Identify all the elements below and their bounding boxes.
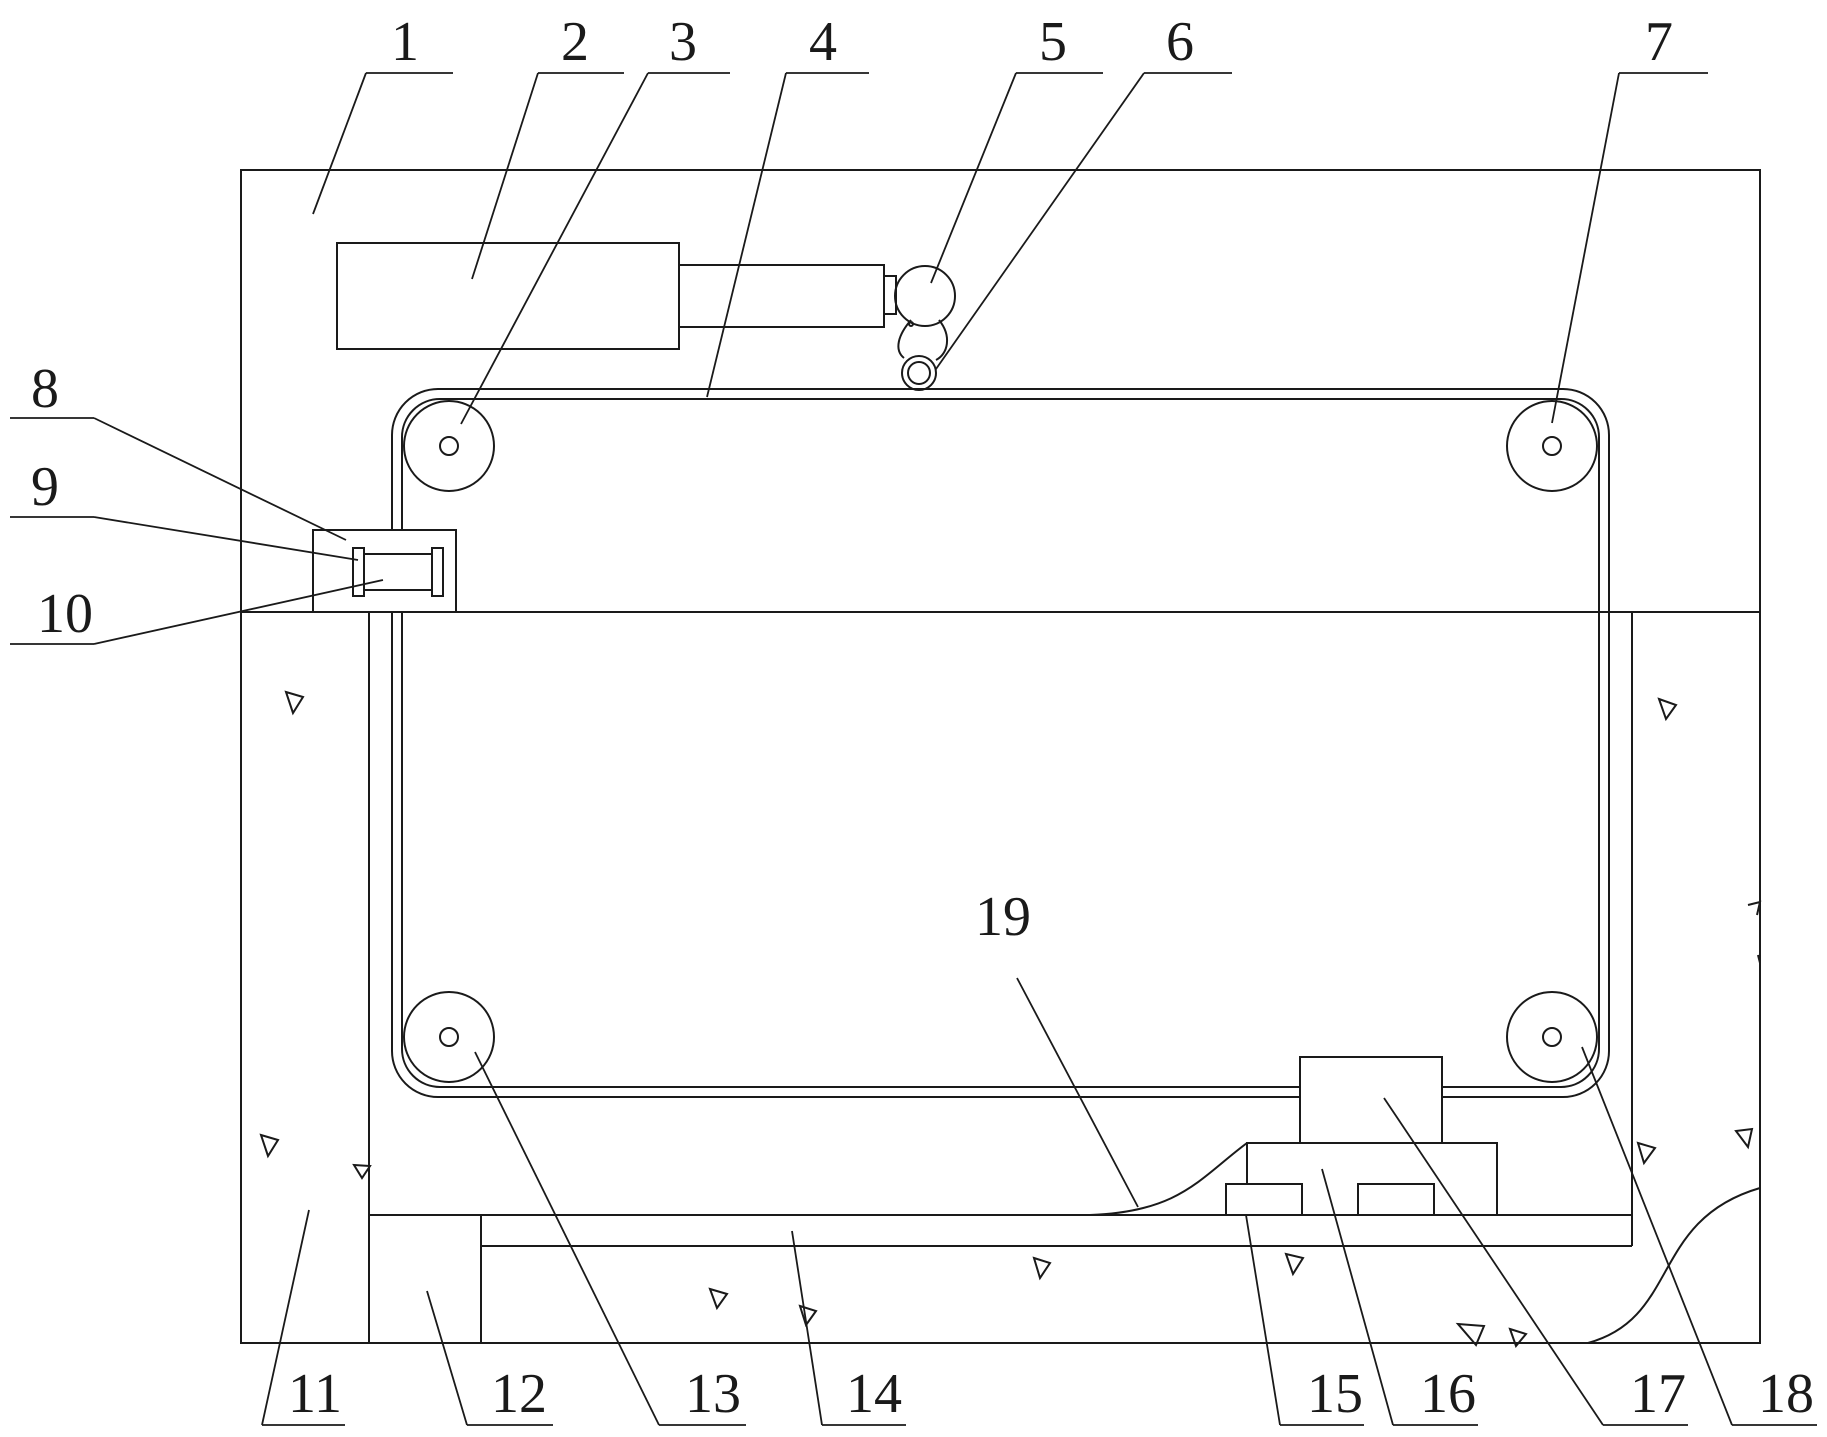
label-10: 10 — [37, 583, 93, 645]
winding-wheel — [894, 265, 956, 327]
concrete-hatching — [259, 690, 1762, 1348]
rope-loop — [391, 388, 1610, 1098]
tank — [368, 612, 1633, 1343]
housing — [240, 169, 1761, 1344]
label-12: 12 — [491, 1363, 547, 1425]
hook — [897, 319, 948, 391]
label-4: 4 — [809, 11, 837, 73]
pulley-top-right — [1506, 400, 1598, 492]
leader-lines — [10, 72, 1817, 1426]
label-2: 2 — [561, 11, 589, 73]
pulley-bottom-right — [1506, 991, 1598, 1083]
label-1: 1 — [391, 11, 419, 73]
cable — [1089, 1142, 1761, 1344]
pulley-bottom-left — [403, 991, 495, 1083]
pulley-top-left — [403, 400, 495, 492]
label-19: 19 — [975, 886, 1031, 948]
label-18: 18 — [1758, 1363, 1814, 1425]
label-15: 15 — [1307, 1363, 1363, 1425]
label-3: 3 — [669, 11, 697, 73]
label-14: 14 — [846, 1363, 902, 1425]
label-7: 7 — [1645, 11, 1673, 73]
guide-block — [312, 529, 457, 613]
label-6: 6 — [1166, 11, 1194, 73]
label-11: 11 — [288, 1363, 342, 1425]
carriage — [1299, 1056, 1443, 1144]
motor — [336, 242, 897, 350]
label-group: 1 2 3 4 5 6 7 8 9 10 11 12 13 14 15 16 1… — [31, 11, 1814, 1425]
label-17: 17 — [1630, 1363, 1686, 1425]
label-16: 16 — [1420, 1363, 1476, 1425]
label-8: 8 — [31, 358, 59, 420]
feet — [1225, 1183, 1435, 1216]
label-5: 5 — [1039, 11, 1067, 73]
label-9: 9 — [31, 456, 59, 518]
label-13: 13 — [685, 1363, 741, 1425]
